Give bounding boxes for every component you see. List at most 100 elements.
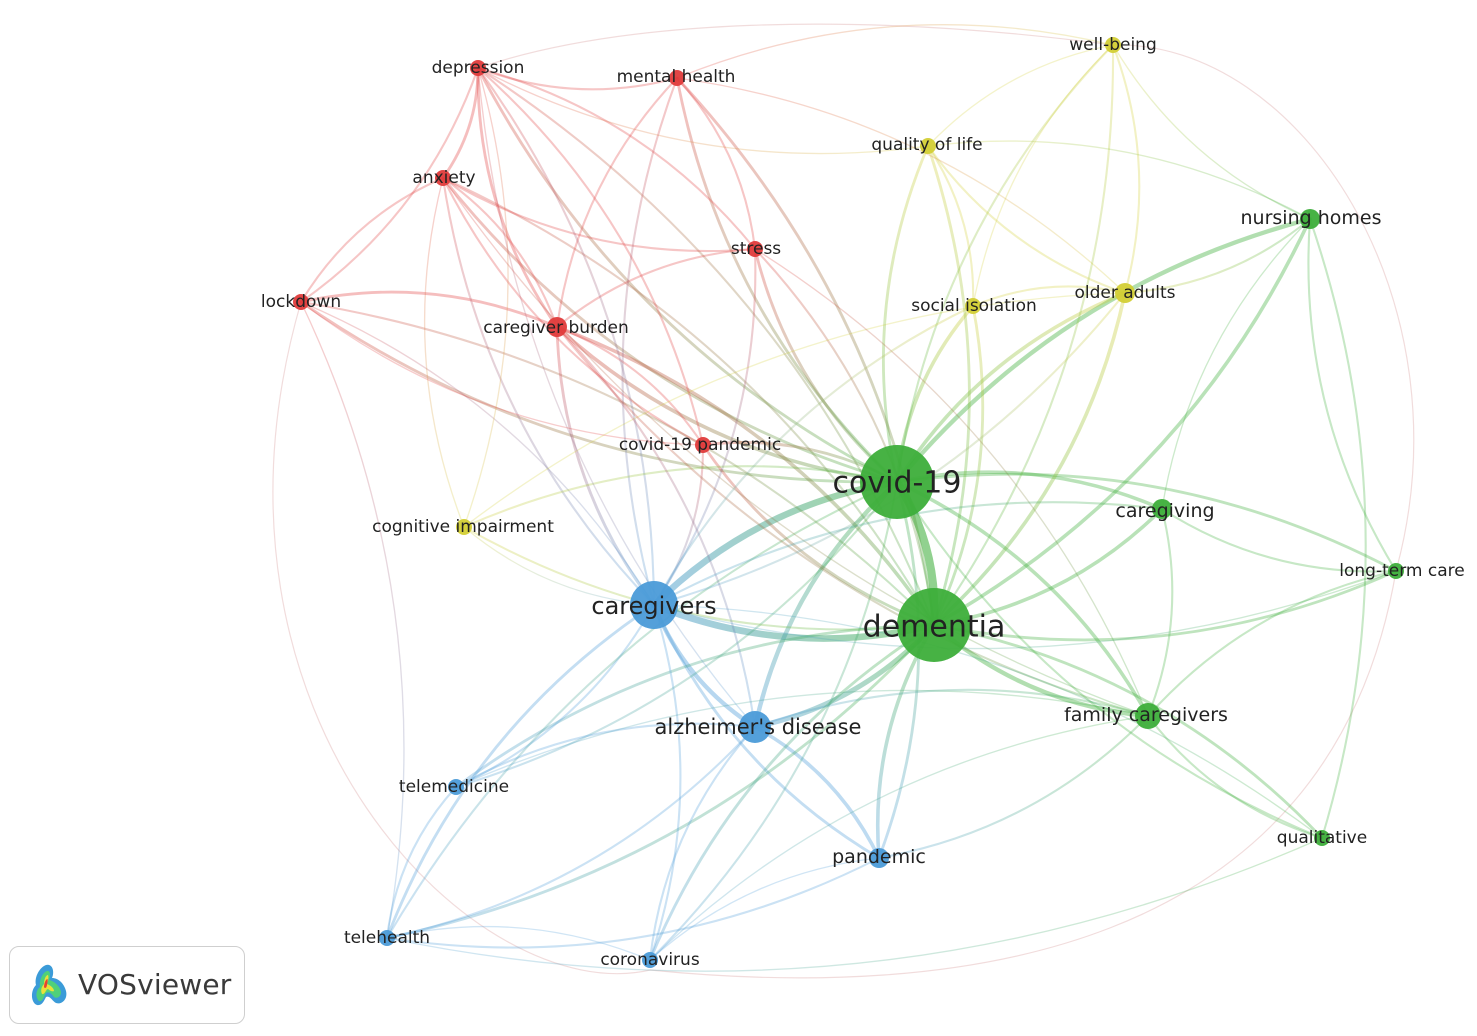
node-label-alzheimers[interactable]: alzheimer's disease — [655, 715, 862, 739]
link-covid19-longtermcare — [895, 472, 1398, 573]
link-anxiety-stress — [441, 176, 757, 253]
vosviewer-heatmap-icon — [31, 964, 67, 1006]
node-label-qualitative[interactable]: qualitative — [1277, 828, 1367, 848]
node-nursinghomes[interactable] — [1300, 209, 1320, 229]
link-depression-caregiverburden — [476, 66, 559, 329]
link-covid19-wellbeing — [895, 43, 1115, 484]
link-dementia-telehealth — [385, 623, 936, 940]
link-dementia-olderadults — [932, 291, 1127, 627]
link-caregiving-longtermcare — [1160, 507, 1398, 573]
link-cognitive-caregivers — [463, 526, 655, 606]
node-caregivers[interactable] — [630, 581, 678, 629]
link-caregivers-anxiety — [441, 176, 656, 607]
node-qualitative[interactable] — [1314, 830, 1330, 846]
link-stress-caregiverburden — [555, 247, 757, 329]
node-label-cognitive[interactable]: cognitive impairment — [372, 517, 554, 537]
node-label-lockdown[interactable]: lockdown — [261, 292, 341, 312]
link-mentalhealth-stress — [675, 76, 757, 251]
node-label-telemedicine[interactable]: telemedicine — [399, 777, 509, 797]
link-dementia-mentalhealth — [675, 76, 936, 627]
link-covid19-telehealth — [385, 480, 899, 940]
link-cognitive-anxiety — [423, 177, 465, 528]
link-caregivers-mentalhealth — [621, 76, 679, 607]
node-caregiverburden[interactable] — [547, 317, 567, 337]
node-label-covid19[interactable]: covid-19 — [833, 466, 962, 501]
link-olderadults-socialisolation — [971, 285, 1127, 308]
node-label-depression[interactable]: depression — [432, 58, 525, 78]
node-telemedicine[interactable] — [448, 779, 464, 795]
node-label-stress[interactable]: stress — [731, 239, 781, 259]
link-nursinghomes-qualitative — [1308, 217, 1367, 840]
link-qualitative-caregivers — [653, 604, 1323, 839]
link-covid19-nursinghomes — [894, 216, 1313, 485]
link-socialisolation-wellbeing — [972, 44, 1114, 307]
link-dementia-anxiety — [441, 176, 936, 627]
link-socialisolation-qualityoflife — [926, 144, 975, 308]
node-alzheimers[interactable] — [739, 711, 771, 743]
node-depression[interactable] — [470, 60, 486, 76]
node-label-coronavirus[interactable]: coronavirus — [600, 950, 700, 970]
link-dementia-socialisolation — [932, 304, 985, 627]
node-pandemic[interactable] — [869, 848, 889, 868]
node-wellbeing[interactable] — [1105, 37, 1121, 53]
link-depression-covidpandemic — [476, 66, 705, 447]
link-dementia-wellbeing — [932, 43, 1115, 627]
link-dementia-caregivers — [650, 601, 938, 642]
link-anxiety-familycaregivers — [442, 177, 1149, 717]
link-dementia-stress — [753, 247, 936, 627]
link-covid19-coronavirus — [648, 480, 899, 962]
link-covid19-qualitative — [895, 480, 1324, 840]
link-anxiety-caregiverburden — [441, 176, 559, 329]
link-depression-lockdown — [299, 66, 480, 304]
node-olderadults[interactable] — [1115, 283, 1135, 303]
node-stress[interactable] — [747, 241, 763, 257]
link-caregivers-coronavirus — [648, 603, 682, 962]
link-caregiving-familycaregivers — [1146, 507, 1174, 718]
node-lockdown[interactable] — [293, 294, 309, 310]
node-label-qualityoflife[interactable]: quality of life — [871, 135, 982, 155]
link-caregiverburden-alzheimers — [555, 325, 757, 729]
node-socialisolation[interactable] — [965, 298, 981, 314]
link-telemedicine-alzheimers — [454, 722, 757, 789]
node-label-socialisolation[interactable]: social isolation — [911, 296, 1037, 316]
link-pandemic-coronavirus — [649, 857, 880, 961]
link-covid19-familycaregivers — [895, 480, 1150, 718]
node-anxiety[interactable] — [435, 170, 451, 186]
node-qualityoflife[interactable] — [920, 138, 936, 154]
link-lockdown-covidpandemic — [300, 301, 704, 446]
node-covidpandemic[interactable] — [695, 437, 711, 453]
node-familycaregivers[interactable] — [1135, 703, 1161, 729]
node-label-caregivers[interactable]: caregivers — [591, 592, 716, 620]
node-dementia[interactable] — [897, 588, 971, 662]
node-label-telehealth[interactable]: telehealth — [344, 928, 430, 948]
node-telehealth[interactable] — [379, 930, 395, 946]
link-familycaregivers-longtermcare — [1146, 569, 1398, 718]
node-label-wellbeing[interactable]: well-being — [1069, 35, 1156, 55]
node-caregiving[interactable] — [1152, 499, 1172, 519]
link-caregivers-caregiverburden — [555, 325, 656, 607]
node-longtermcare[interactable] — [1388, 563, 1404, 579]
node-label-caregiving[interactable]: caregiving — [1115, 500, 1214, 522]
link-coronavirus-familycaregivers — [649, 715, 1149, 961]
node-label-pandemic[interactable]: pandemic — [832, 846, 926, 868]
node-mentalhealth[interactable] — [669, 70, 685, 86]
node-label-mentalhealth[interactable]: mental health — [617, 67, 736, 87]
node-coronavirus[interactable] — [642, 952, 658, 968]
link-dementia-covidpandemic — [701, 443, 936, 627]
node-label-olderadults[interactable]: older adults — [1075, 283, 1176, 303]
node-label-dementia[interactable]: dementia — [863, 610, 1006, 645]
link-coronavirus-alzheimers — [648, 725, 757, 962]
node-label-nursinghomes[interactable]: nursing homes — [1241, 207, 1382, 229]
node-label-familycaregivers[interactable]: family caregivers — [1064, 704, 1228, 726]
link-covid19-telemedicine — [454, 480, 899, 789]
node-label-anxiety[interactable]: anxiety — [412, 168, 475, 188]
node-label-covidpandemic[interactable]: covid-19 pandemic — [619, 435, 781, 455]
node-label-caregiverburden[interactable]: caregiver burden — [483, 318, 629, 338]
node-label-longtermcare[interactable]: long-term care — [1339, 561, 1464, 581]
link-caregivers-telehealth — [385, 603, 656, 940]
node-cognitive[interactable] — [456, 519, 472, 535]
link-mentalhealth-wellbeing — [676, 24, 1114, 79]
link-dementia-qualitative — [932, 623, 1324, 840]
node-covid19[interactable] — [860, 445, 934, 519]
